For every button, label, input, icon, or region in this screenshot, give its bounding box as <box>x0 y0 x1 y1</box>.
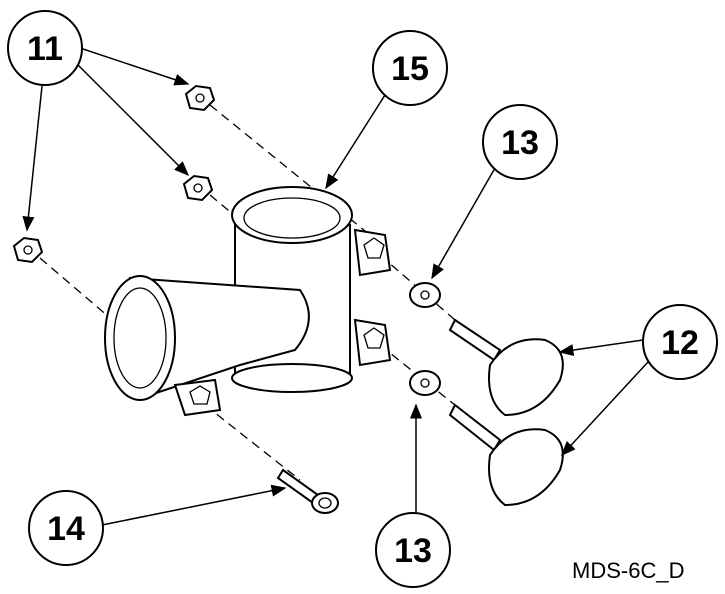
svg-text:13: 13 <box>501 124 539 162</box>
callout-12: 12 <box>642 304 718 380</box>
callout-11: 11 <box>7 10 83 86</box>
svg-text:12: 12 <box>661 324 699 362</box>
callout-13-top: 13 <box>482 104 558 180</box>
callout-13-bottom: 13 <box>375 512 451 588</box>
tee-clamp-body-part-15 <box>104 186 392 417</box>
leader-lines <box>22 47 649 526</box>
washer-part-13 <box>409 282 441 396</box>
knob-screw-part-12 <box>448 318 564 507</box>
hex-nut-part-11 <box>12 84 216 264</box>
screw-part-14 <box>276 468 339 514</box>
callout-15: 15 <box>372 30 448 106</box>
svg-text:15: 15 <box>391 50 429 88</box>
svg-text:13: 13 <box>394 532 432 570</box>
drawing-id: MDS-6C_D <box>572 558 685 583</box>
svg-text:11: 11 <box>27 30 63 68</box>
svg-text:14: 14 <box>47 510 85 548</box>
callout-14: 14 <box>28 490 104 566</box>
